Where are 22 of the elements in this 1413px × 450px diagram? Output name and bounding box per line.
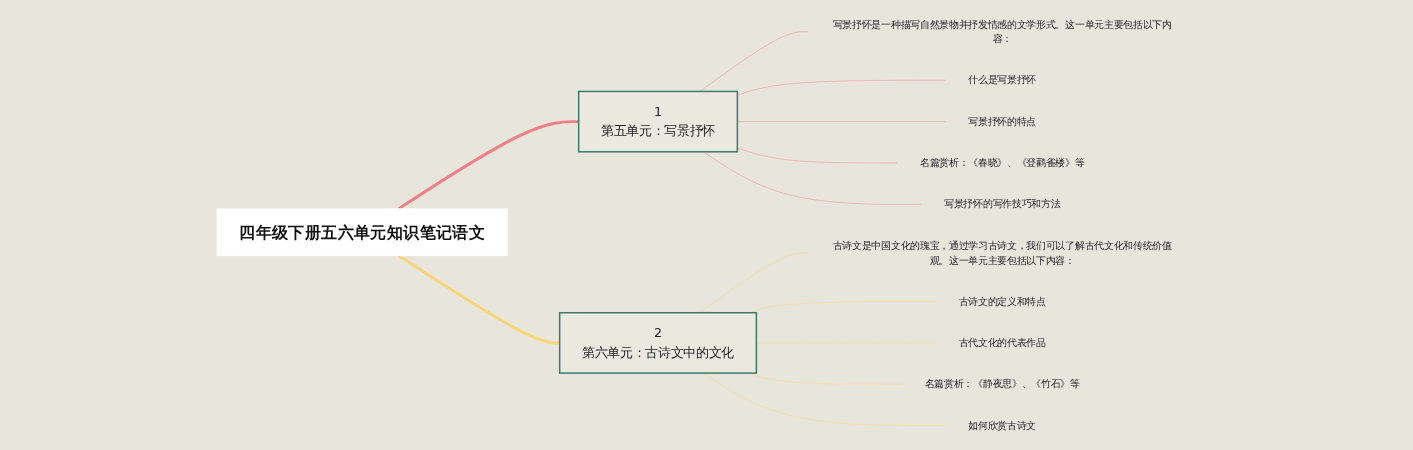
node-text: 写景抒怀是一种描写自然景物并抒发情感的文学形式。这一单元主要包括以下内容： xyxy=(832,18,1172,45)
connector xyxy=(699,252,809,314)
node-text: 古代文化的代表作品 xyxy=(958,337,1046,349)
connector xyxy=(737,79,947,96)
node-text: 名篇赏析：《春晓》、《登鹳雀楼》等 xyxy=(919,157,1085,169)
node-text: 古诗文的定义和特点 xyxy=(958,295,1046,307)
node-box: 1 第五单元：写景抒怀 xyxy=(577,90,739,153)
node-text: 写景抒怀的写作技巧和方法 xyxy=(944,198,1061,210)
node-text: 写景抒怀的特点 xyxy=(968,115,1037,128)
node-text: 如何欣赏古诗文 xyxy=(968,419,1037,431)
node-box: 2 第六单元：古诗文中的文化 xyxy=(558,312,758,374)
connector xyxy=(703,372,947,426)
connector xyxy=(756,342,937,344)
connector xyxy=(699,31,809,92)
connector xyxy=(737,147,898,164)
connector xyxy=(737,121,947,122)
node-text: 古诗文是中国文化的瑰宝，通过学习古诗文，我们可以了解古代文化和传统价值观。这一单元主要包括以下内容： xyxy=(832,239,1172,266)
node-box: 四年级下册五六单元知识笔记语文 xyxy=(216,208,508,257)
connector xyxy=(397,254,560,345)
node-text: 名篇赏析：《静夜思》、《竹石》等 xyxy=(924,378,1080,390)
node-text: 什么是写景抒怀 xyxy=(968,74,1037,86)
connector xyxy=(703,151,923,205)
